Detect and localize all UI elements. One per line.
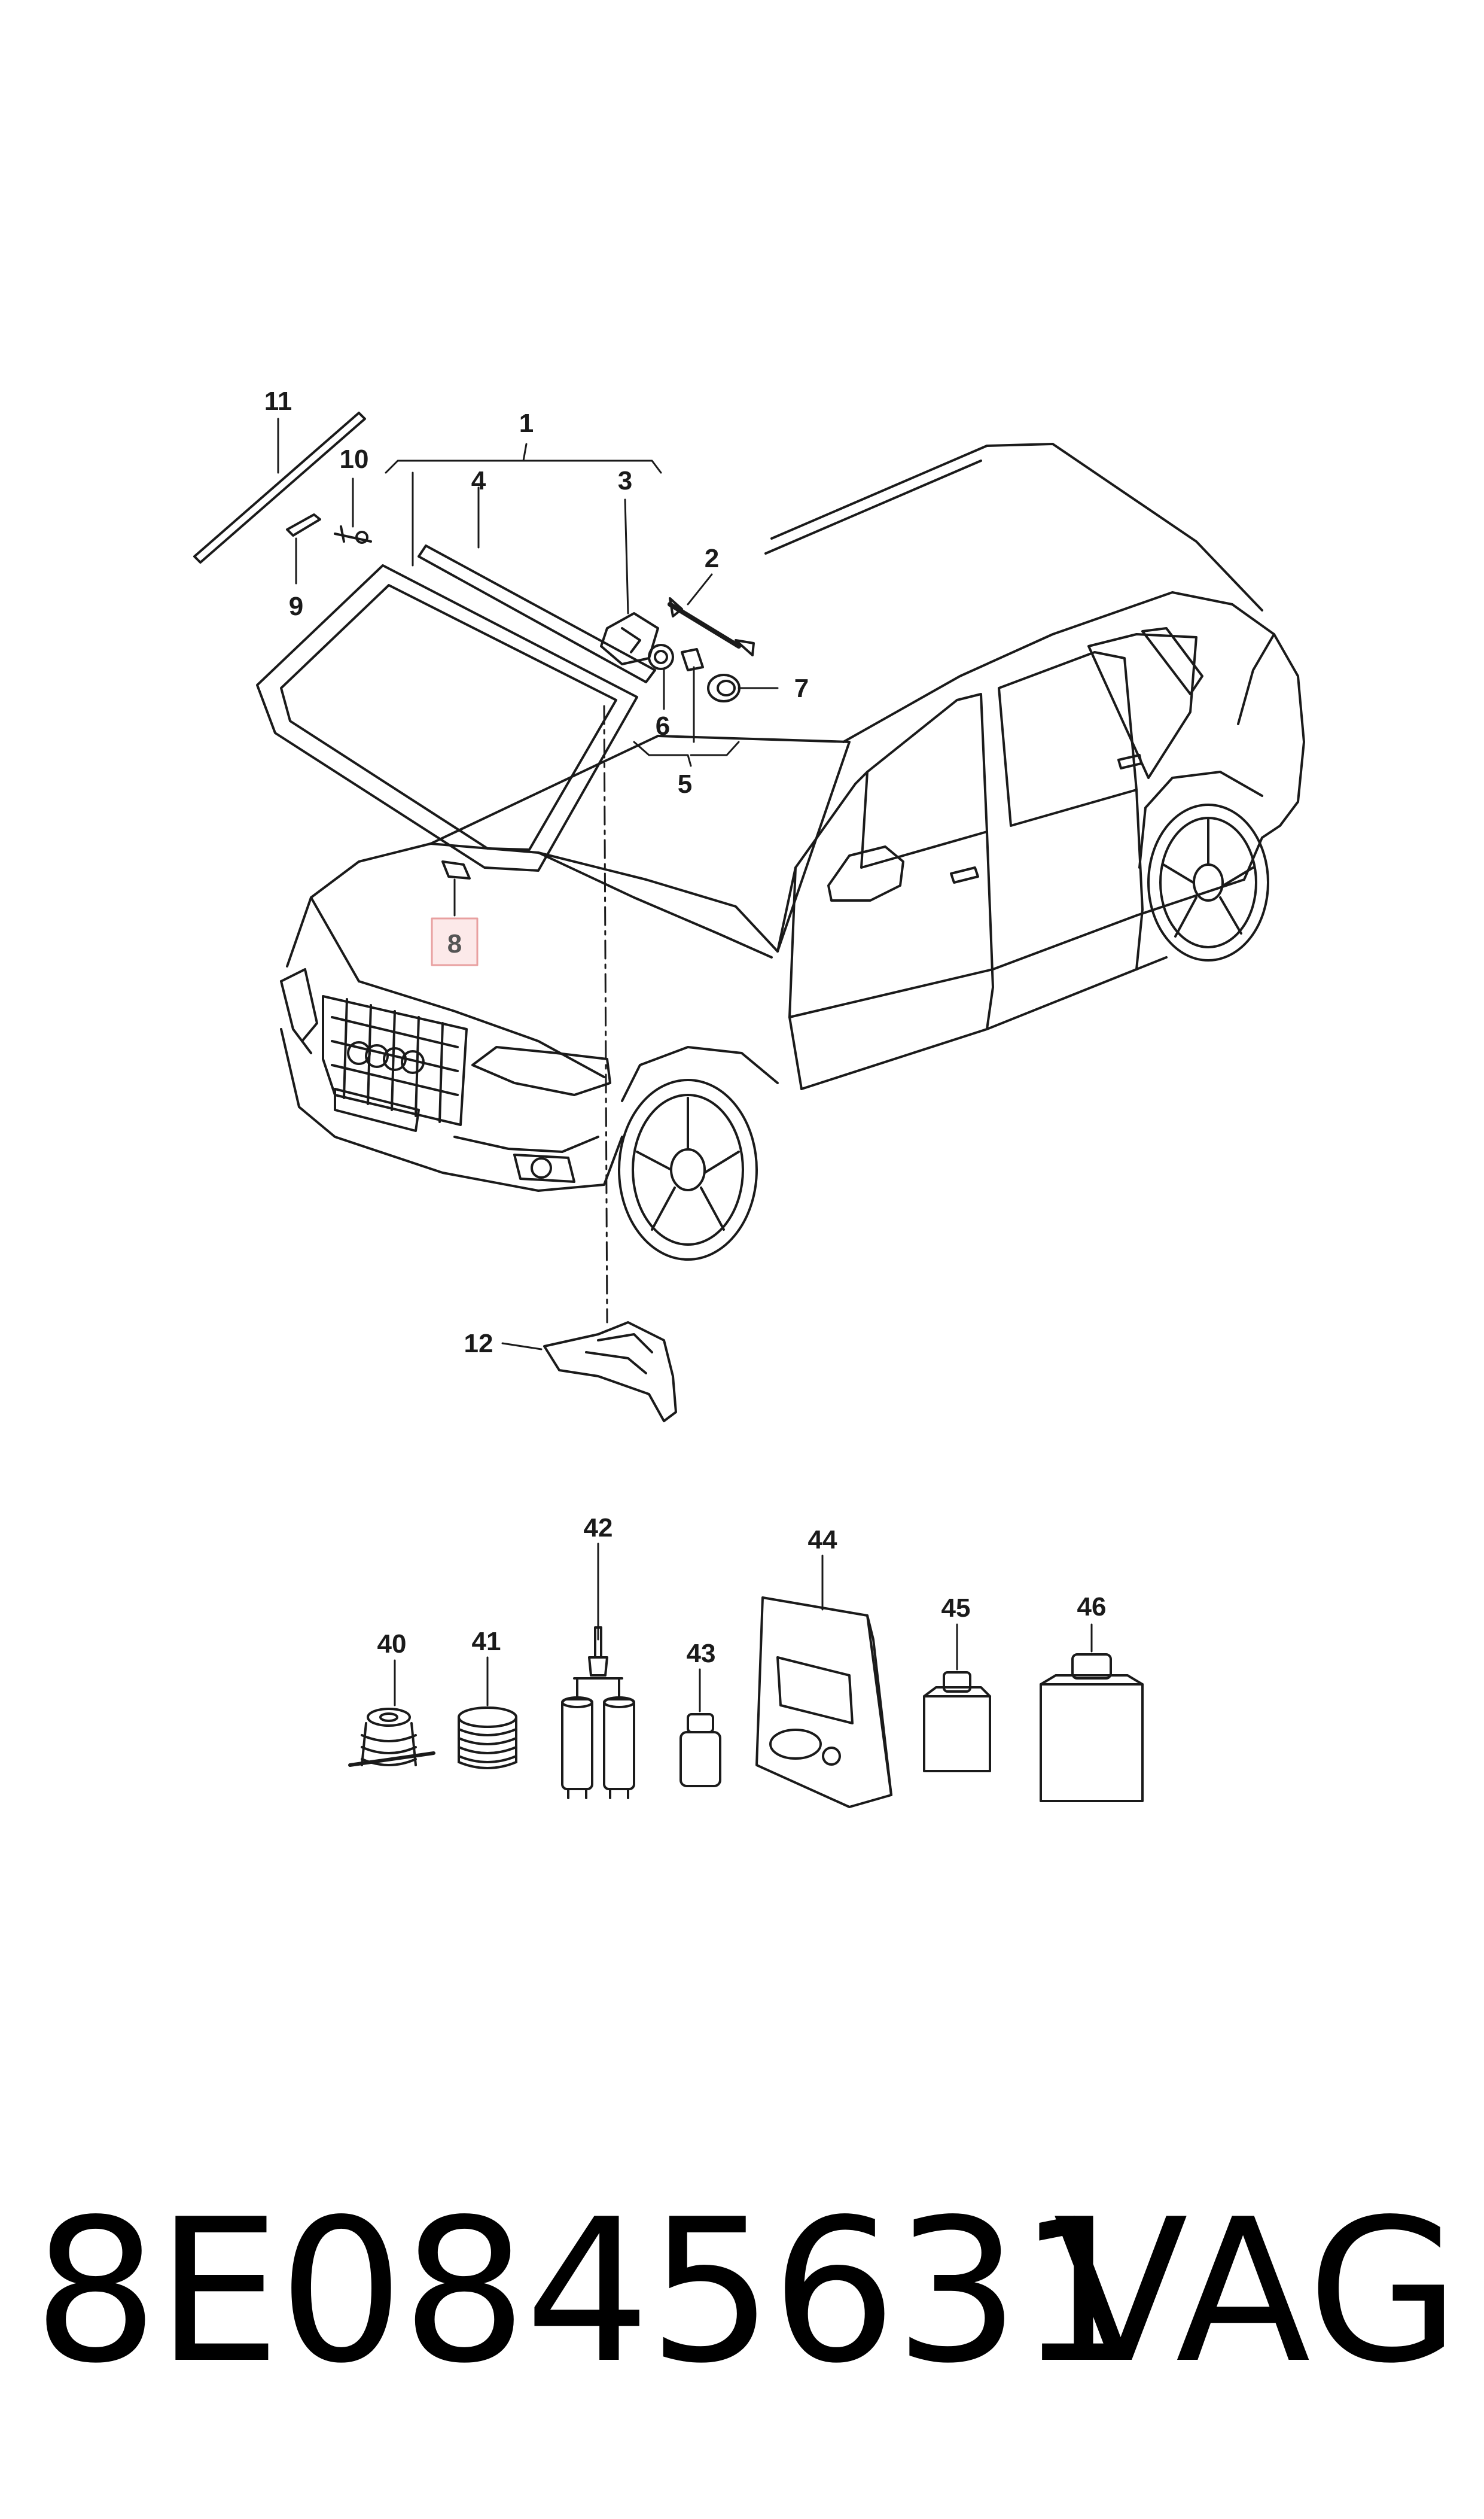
car-illustration xyxy=(280,443,1305,1261)
callout-46: 46 xyxy=(1077,1592,1107,1621)
leader-lines xyxy=(277,418,779,1350)
accessory-40-spool xyxy=(348,1659,435,1767)
callout-4: 4 xyxy=(471,466,486,495)
brand-label: VAG xyxy=(1053,2177,1460,2407)
accessory-45-bottle xyxy=(923,1623,991,1772)
callout-1: 1 xyxy=(519,409,534,438)
callout-11: 11 xyxy=(264,387,292,416)
callout-42: 42 xyxy=(584,1513,613,1543)
highlighted-callout-8: 8 xyxy=(431,917,479,966)
callout-6: 6 xyxy=(656,711,670,741)
accessories xyxy=(348,1543,1144,1808)
callout-8: 8 xyxy=(447,929,462,959)
callout-7: 7 xyxy=(794,674,809,703)
callout-labels: 1 2 3 4 5 6 7 9 10 11 12 xyxy=(264,387,809,1358)
accessory-46-large-bottle xyxy=(1040,1623,1144,1802)
callout-10: 10 xyxy=(340,445,369,474)
callout-41: 41 xyxy=(472,1627,501,1656)
callout-2: 2 xyxy=(705,544,719,573)
part-number: 8E0845631 xyxy=(33,2177,1143,2407)
callout-12: 12 xyxy=(464,1329,493,1358)
callout-44: 44 xyxy=(808,1525,837,1554)
callout-9: 9 xyxy=(289,592,303,621)
accessory-callouts: 40 41 42 43 44 45 46 xyxy=(377,1513,1107,1668)
accessory-44-pouch xyxy=(755,1554,892,1808)
callout-45: 45 xyxy=(941,1593,971,1623)
accessory-42-cartridge xyxy=(561,1543,635,1799)
accessory-41-coil xyxy=(458,1656,517,1769)
windshield-part-1 xyxy=(193,412,755,1422)
callout-43: 43 xyxy=(687,1639,716,1668)
callout-5: 5 xyxy=(678,769,692,799)
callout-40: 40 xyxy=(377,1629,407,1659)
callout-3: 3 xyxy=(618,466,632,495)
accessory-43-small-bottle xyxy=(679,1668,721,1787)
